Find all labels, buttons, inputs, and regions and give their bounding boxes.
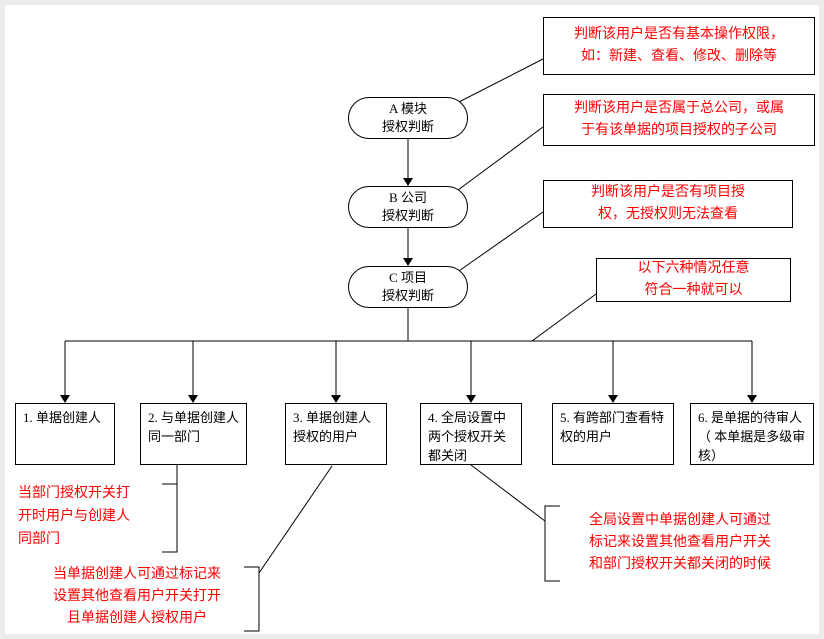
annotation-six-cases: 以下六种情况任意 符合一种就可以 <box>596 258 791 302</box>
arrowhead-box-3 <box>331 395 341 403</box>
arrowhead-box-1 <box>60 395 70 403</box>
annotation-line: 且单据创建人授权用户 <box>67 611 207 626</box>
flow-node-module-auth: A 模块 授权判断 <box>348 97 468 139</box>
arrowhead-box-5 <box>608 395 618 403</box>
annotation-module-permission: 判断该用户是否有基本操作权限， 如：新建、查看、修改、删除等 <box>543 17 815 75</box>
flow-node-company-auth: B 公司 授权判断 <box>348 186 468 228</box>
annotation-line: 权，无授权则无法查看 <box>598 207 738 222</box>
annotation-line: 以下六种情况任意 <box>637 261 750 276</box>
node-label-line: 授权判断 <box>381 208 434 223</box>
annotation-line: 判断该用户是否属于总公司，或属 <box>574 101 784 116</box>
annotation-creator-grant: 当单据创建人可通过标记来 设置其他查看用户开关打开 且单据创建人授权用户 <box>32 564 242 630</box>
leader-global-switch <box>470 464 546 522</box>
node-label-line: 授权判断 <box>381 119 434 134</box>
annotation-company-permission: 判断该用户是否属于总公司，或属 于有该单据的项目授权的子公司 <box>543 94 815 146</box>
annotation-line: 同部门 <box>18 531 60 547</box>
node-label-line: B 公司 <box>389 190 427 205</box>
leader-creator-grant <box>258 465 333 574</box>
flow-box-authorized-user: 3. 单据创建人授权的用户 <box>285 403 387 465</box>
annotation-line: 于有该单据的项目授权的子公司 <box>581 123 777 138</box>
annotation-line: 如：新建、查看、修改、删除等 <box>581 49 777 64</box>
flow-box-cross-dept-priv: 5. 有跨部门查看特权的用户 <box>552 403 674 465</box>
flow-box-pending-approver: 6. 是单据的待审人（ 本单据是多级审核） <box>690 403 814 465</box>
flow-box-creator: 1. 单据创建人 <box>15 403 115 465</box>
leader-six-cases-annotation <box>531 293 597 342</box>
annotation-line: 判断该用户是否有基本操作权限， <box>574 27 784 42</box>
arrowhead-box-2 <box>188 395 198 403</box>
annotation-line: 开时用户与创建人 <box>18 508 130 524</box>
annotation-line: 判断该用户是否有项目授 <box>591 185 745 200</box>
node-label-line: 授权判断 <box>381 288 434 303</box>
arrowhead-box-6 <box>747 395 757 403</box>
annotation-line: 符合一种就可以 <box>644 283 743 298</box>
node-label-line: C 项目 <box>389 270 427 285</box>
annotation-line: 全局设置中单据创建人可通过 <box>589 513 771 528</box>
flow-box-global-switch-off: 4. 全局设置中两个授权开关都关闭 <box>420 403 522 465</box>
flow-box-same-department: 2. 与单据创建人同一部门 <box>140 403 247 465</box>
annotation-global-switch: 全局设置中单据创建人可通过 标记来设置其他查看用户开关 和部门授权开关都关闭的时… <box>552 505 808 581</box>
annotation-project-permission: 判断该用户是否有项目授 权，无授权则无法查看 <box>543 180 793 228</box>
leader-module-annotation <box>454 58 544 105</box>
bracket-dept-switch <box>162 483 178 553</box>
leader-project-annotation <box>455 211 544 274</box>
annotation-line: 当部门授权开关打 <box>18 485 130 501</box>
bracket-global-switch <box>544 505 560 582</box>
leader-company-annotation <box>453 126 544 194</box>
arrowhead-into-b <box>403 178 413 186</box>
annotation-line: 设置其他查看用户开关打开 <box>53 589 221 604</box>
bracket-creator-grant <box>244 566 260 632</box>
flow-node-project-auth: C 项目 授权判断 <box>348 266 468 308</box>
annotation-line: 标记来设置其他查看用户开关 <box>589 535 771 550</box>
annotation-dept-switch: 当部门授权开关打 开时用户与创建人 同部门 <box>18 481 160 551</box>
annotation-line: 当单据创建人可通过标记来 <box>53 567 221 582</box>
arrowhead-box-4 <box>466 395 476 403</box>
arrowhead-into-c <box>403 258 413 266</box>
node-label-line: A 模块 <box>389 101 427 116</box>
annotation-line: 和部门授权开关都关闭的时候 <box>589 557 771 572</box>
